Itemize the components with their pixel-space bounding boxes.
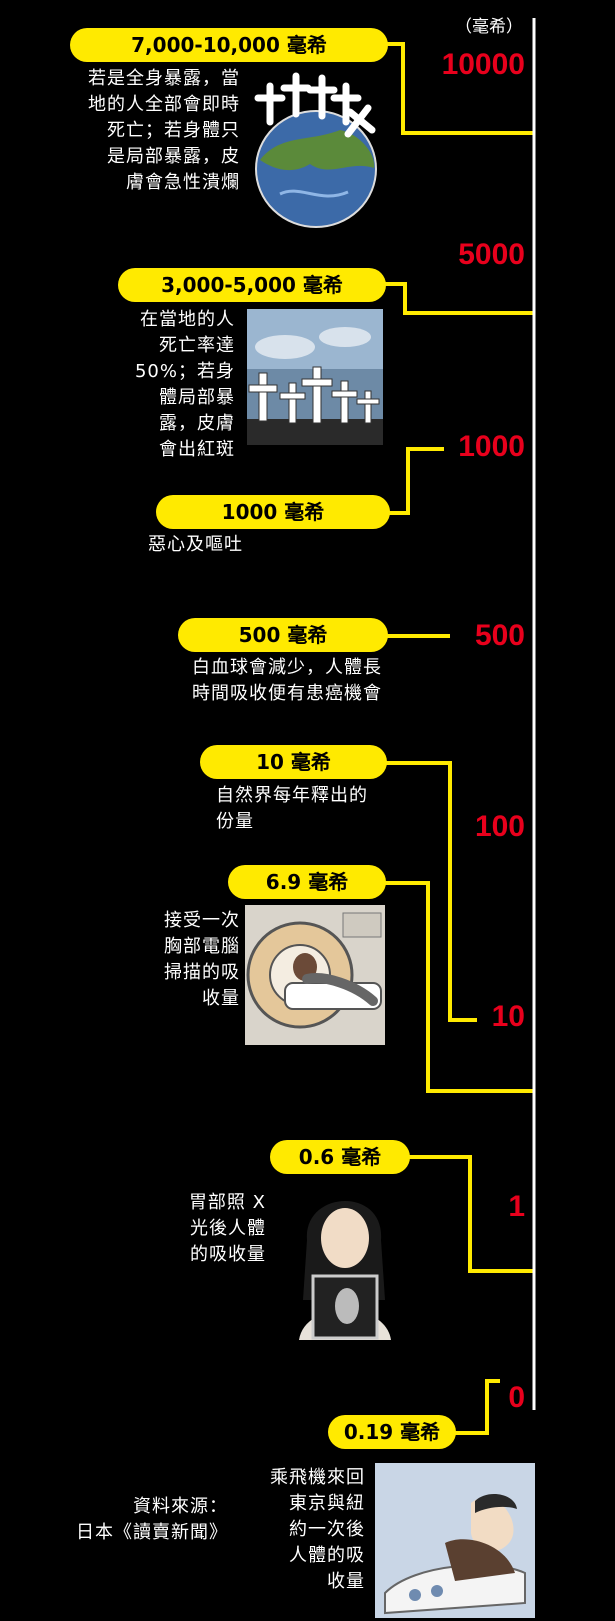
dose-label-pill: 10 毫希 [200, 745, 387, 779]
scale-number: 500 [474, 619, 525, 652]
scale-number: 10 [491, 1000, 525, 1033]
unit-label: （毫希） [455, 17, 523, 37]
scale-number: 10000 [441, 48, 525, 81]
scale-number: 0 [508, 1381, 525, 1414]
scale-number: 1000 [458, 430, 525, 463]
crosses-illustration [247, 309, 383, 445]
dose-description: 自然界每年釋出的份量 [216, 785, 368, 832]
dose-label-pill: 0.6 毫希 [270, 1140, 410, 1174]
dose-label-pill: 3,000-5,000 毫希 [118, 268, 386, 302]
dose-label-pill: 7,000-10,000 毫希 [70, 28, 388, 62]
xray-patient-illustration [299, 1200, 391, 1340]
globe-graves-illustration [254, 72, 377, 228]
ct-scanner-illustration [245, 905, 385, 1045]
dose-description: 乘飛機來回東京與紐 約一次後人體的吸 收量 [270, 1467, 365, 1592]
scale-number: 1 [508, 1190, 525, 1223]
source-note: 資料來源：日本《讀賣新聞》 [76, 1496, 228, 1543]
dose-label-pill: 1000 毫希 [156, 495, 390, 529]
scale-number: 5000 [458, 238, 525, 271]
airplane-passenger-illustration [375, 1463, 535, 1618]
dose-description: 白血球會減少，人體長時間吸收便有患癌機會 [192, 657, 382, 704]
dose-description: 若是全身暴露，當地的人全部會即時 死亡；若身體只是局部暴露，皮 膚會急性潰爛 [88, 68, 240, 193]
dose-label-pill: 0.19 毫希 [328, 1415, 456, 1449]
dose-description: 接受一次胸部電腦 掃描的吸收量 [164, 910, 240, 1009]
scale-number: 100 [474, 810, 525, 843]
dose-description: 在當地的人死亡率達 50%；若身體局部暴 露，皮膚會出紅斑 [134, 309, 235, 460]
dose-label-pill: 500 毫希 [178, 618, 388, 652]
dose-description: 惡心及嘔吐 [148, 534, 243, 555]
dose-label-pill: 6.9 毫希 [228, 865, 386, 899]
